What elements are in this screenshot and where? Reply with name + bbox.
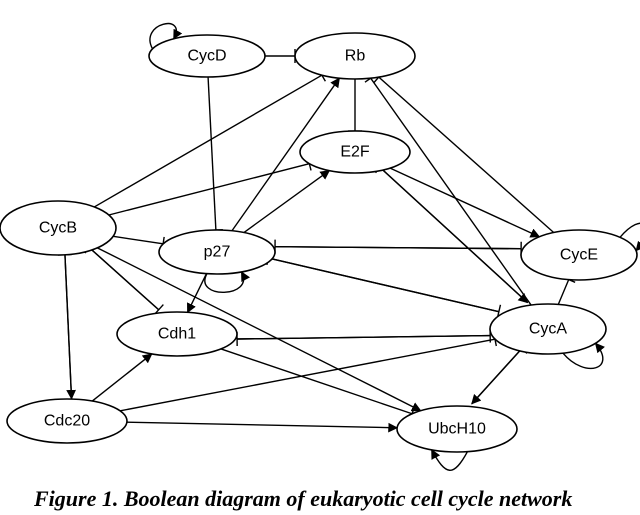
node-cdh1-label: Cdh1 xyxy=(158,326,196,343)
edge-cdh1-to-cycb xyxy=(89,247,160,311)
node-cycb: CycB xyxy=(0,200,117,256)
edge-cycd-to-p27 xyxy=(207,76,217,231)
node-p27: p27 xyxy=(158,229,276,275)
node-rb-label: Rb xyxy=(345,48,366,65)
node-cycd: CycD xyxy=(148,34,266,78)
edge-cycb-to-p27 xyxy=(113,235,164,245)
node-e2f-ellipse xyxy=(299,130,411,174)
node-cdc20-ellipse xyxy=(6,398,128,444)
node-cycd-label: CycD xyxy=(187,48,226,65)
node-cycd-ellipse xyxy=(148,34,266,78)
edge-p27-to-cdh1 xyxy=(186,273,208,314)
edge-cyca-to-cyce xyxy=(557,279,570,305)
node-p27-label: p27 xyxy=(204,244,231,261)
node-cdc20-label: Cdc20 xyxy=(44,413,90,430)
edge-cdc20-to-cycb xyxy=(64,254,73,399)
edge-cdh1-to-ubch10 xyxy=(220,348,413,415)
node-rb-ellipse xyxy=(294,32,416,80)
edge-ubch10-to-cyca xyxy=(471,348,523,405)
edge-cyca-to-p27 xyxy=(268,257,500,313)
node-cyce-label: CycE xyxy=(560,247,598,264)
node-cyca: CycA xyxy=(489,303,607,355)
edge-cyca-to-e2f xyxy=(379,167,528,304)
self-loop-cycd xyxy=(149,23,183,50)
edge-cdc20-to-cyca xyxy=(120,338,496,412)
node-cyce: CycE xyxy=(520,229,638,281)
self-loop-cyca xyxy=(562,342,605,369)
node-ubch10: UbcH10 xyxy=(396,405,518,453)
node-e2f-label: E2F xyxy=(340,144,370,161)
node-cyca-ellipse xyxy=(489,303,607,355)
node-cyca-label: CycA xyxy=(529,321,568,338)
edge-cdh1-to-cyca xyxy=(237,334,491,340)
edge-cyce-to-p27 xyxy=(275,245,522,250)
edge-cycb-to-rb xyxy=(93,74,323,208)
edge-cdc20-to-cdh1 xyxy=(91,353,153,402)
node-cycb-ellipse xyxy=(0,200,117,256)
node-ubch10-label: UbcH10 xyxy=(428,421,486,438)
edge-p27-to-rb xyxy=(231,77,340,232)
node-rb: Rb xyxy=(294,32,416,80)
figure-caption: Figure 1. Boolean diagram of eukaryotic … xyxy=(34,486,573,511)
node-p27-ellipse xyxy=(158,229,276,275)
self-loop-ubch10 xyxy=(431,448,469,471)
edge-p27-to-e2f xyxy=(243,170,331,234)
node-cdh1-ellipse xyxy=(116,311,238,357)
node-cdh1: Cdh1 xyxy=(116,311,238,357)
edge-cdc20-to-ubch10 xyxy=(126,421,399,433)
self-loop-cyce xyxy=(619,222,640,252)
node-cyce-ellipse xyxy=(520,229,638,281)
node-ubch10-ellipse xyxy=(396,405,518,453)
edge-cycb-to-e2f xyxy=(108,163,310,216)
edge-e2f-to-cyce xyxy=(389,167,541,238)
node-e2f: E2F xyxy=(299,130,411,174)
self-loop-p27 xyxy=(204,271,250,294)
node-cycb-label: CycB xyxy=(39,220,77,237)
edge-cyce-to-rb xyxy=(378,76,555,234)
edge-cycb-to-ubch10 xyxy=(97,247,422,412)
node-cdc20: Cdc20 xyxy=(6,398,128,444)
edge-cyca-to-rb xyxy=(370,77,532,306)
